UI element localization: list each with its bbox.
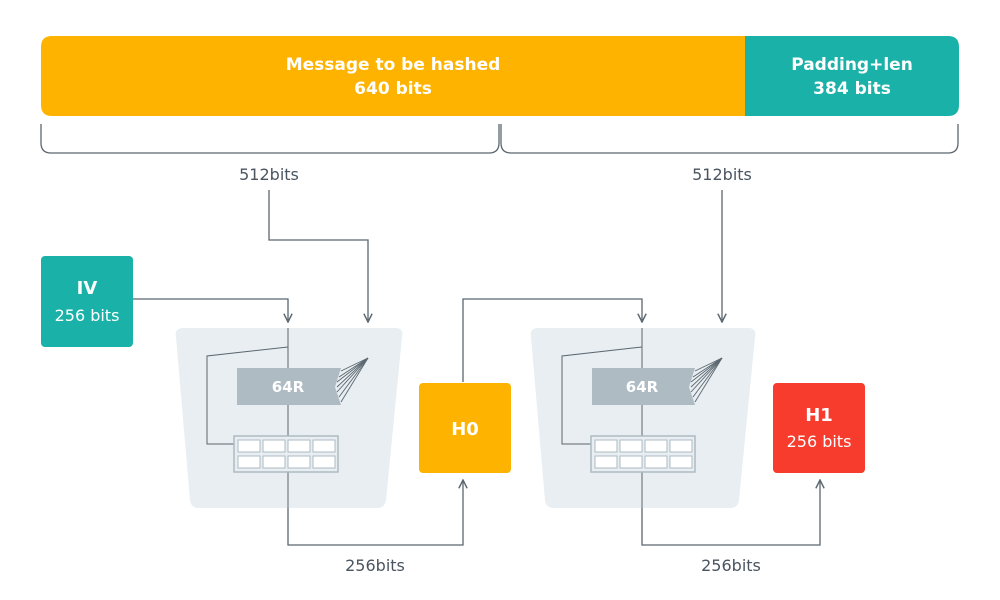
chunk-label-1: 512bits <box>239 165 299 184</box>
chunk-brace-right <box>500 124 959 154</box>
fan-lines-2 <box>690 357 723 403</box>
h1-box: H1 256 bits <box>773 383 865 473</box>
h1-title: H1 <box>805 405 833 426</box>
iv-bits: 256 bits <box>55 306 120 325</box>
state-grid-2 <box>590 435 696 473</box>
arrow-chunk1-to-block1 <box>268 190 368 322</box>
h0-box: H0 <box>419 383 511 473</box>
arrow-block1-to-h0 <box>287 480 463 546</box>
fan-lines-1 <box>336 357 369 403</box>
h1-bits: 256 bits <box>787 432 852 451</box>
h0-title: H0 <box>451 419 479 440</box>
arrow-iv-to-block1 <box>133 298 288 322</box>
compression-block-1: 64R <box>175 328 403 508</box>
input-bar: Message to be hashed 640 bits Padding+le… <box>41 36 959 116</box>
iv-title: IV <box>77 278 98 299</box>
arrow-h0-to-block2 <box>462 298 642 382</box>
iv-box: IV 256 bits <box>41 256 133 347</box>
message-block-title: Message to be hashed <box>286 55 501 75</box>
connectors <box>133 190 820 546</box>
rounds-bar-2: 64R <box>592 368 695 405</box>
compression-block-2: 64R <box>530 328 756 508</box>
padding-block <box>745 36 959 116</box>
arrow-block2-to-h1 <box>641 480 820 546</box>
output-label-2: 256bits <box>701 556 761 575</box>
state-grid-1 <box>233 435 339 473</box>
padding-block-title: Padding+len <box>791 55 913 75</box>
padding-block-bits: 384 bits <box>813 79 891 99</box>
output-label-1: 256bits <box>345 556 405 575</box>
chunk-label-2: 512bits <box>692 165 752 184</box>
rounds-bar-1: 64R <box>237 368 341 405</box>
message-block-bits: 640 bits <box>354 79 432 99</box>
chunk-brace-left <box>40 124 500 154</box>
rounds-label-2: 64R <box>626 378 659 396</box>
message-block <box>41 36 745 116</box>
rounds-label-1: 64R <box>272 378 305 396</box>
